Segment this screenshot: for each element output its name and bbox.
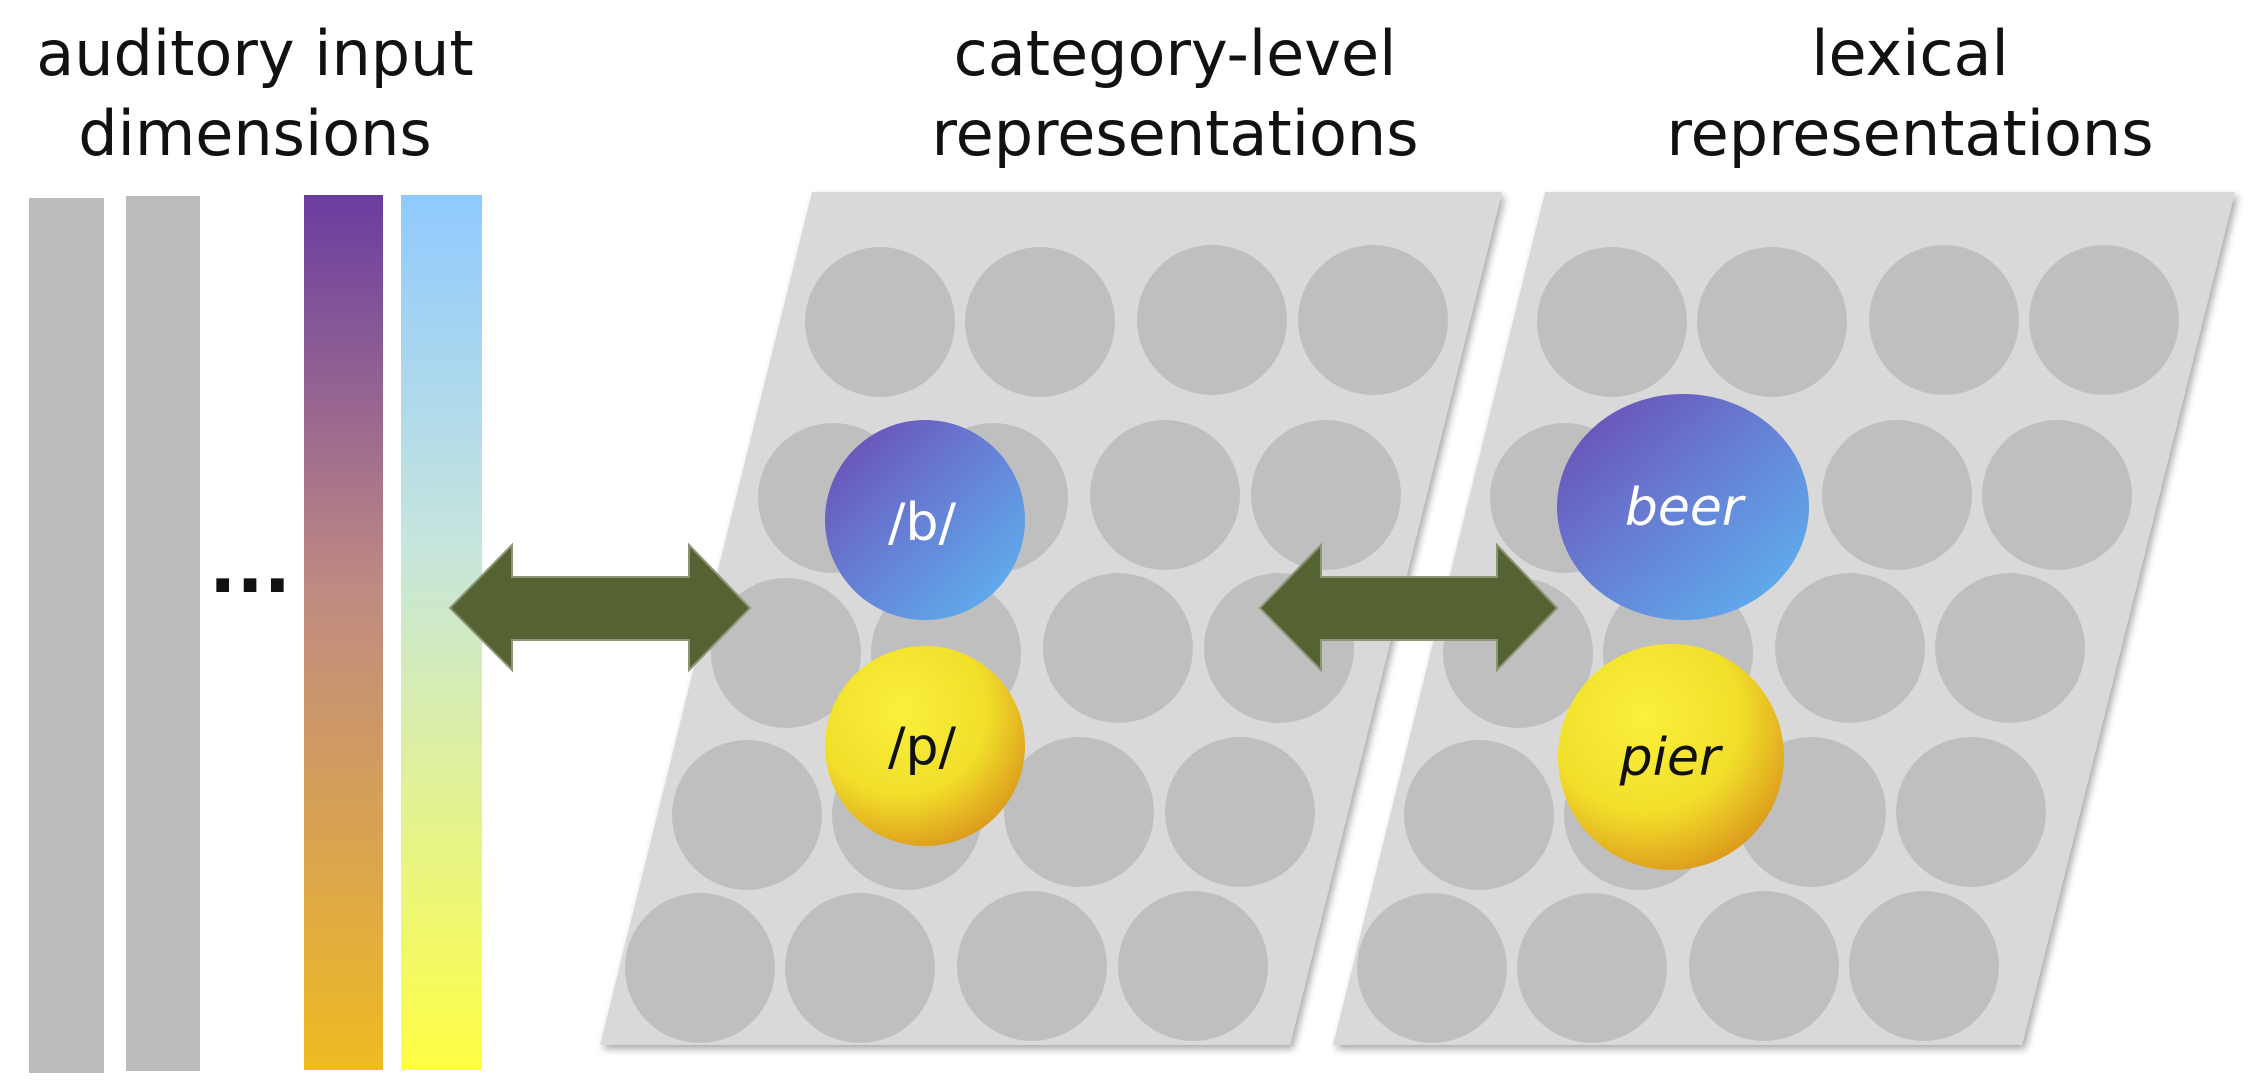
lexical-node [1822, 420, 1972, 570]
category-node [672, 740, 822, 890]
ellipsis-label: ... [209, 525, 291, 609]
input-category-arrow [448, 542, 752, 673]
input-bar-2 [126, 196, 200, 1071]
input-bar-1 [29, 198, 104, 1073]
lexical-node [1896, 737, 2046, 887]
lexical-node [1537, 247, 1687, 397]
category-node [1043, 573, 1193, 723]
category-node-b-label: /b/ [888, 493, 957, 553]
lexical-node [1775, 573, 1925, 723]
lexical-node [1935, 573, 2085, 723]
category-node [1251, 420, 1401, 570]
heading-category: category-level representations [905, 14, 1445, 174]
input-bar-gradient-1 [304, 195, 383, 1070]
category-node [785, 893, 935, 1043]
lexical-node [1982, 420, 2132, 570]
lexical-node-pier-label: pier [1619, 728, 1724, 788]
lexical-node [1849, 891, 1999, 1041]
heading-lexical-line2: representations [1666, 97, 2154, 170]
category-node [1298, 245, 1448, 395]
category-lexical-arrow [1258, 542, 1559, 673]
heading-input-line1: auditory input [36, 17, 474, 90]
heading-category-line1: category-level [953, 17, 1397, 90]
lexical-node-grid [1357, 245, 2179, 1043]
lexical-node-pier [1558, 644, 1784, 870]
category-node [805, 247, 955, 397]
category-node [1137, 245, 1287, 395]
category-node [1004, 737, 1154, 887]
category-node-p-label: /p/ [888, 717, 957, 777]
category-node [1118, 891, 1268, 1041]
lexical-panel: beer pier [1333, 192, 2235, 1045]
lexical-node [1357, 893, 1507, 1043]
heading-lexical-line1: lexical [1811, 17, 2009, 90]
input-bar-gradient-2 [401, 195, 482, 1070]
lexical-node-beer-label: beer [1625, 478, 1747, 538]
lexical-node [1689, 891, 1839, 1041]
lexical-node [1869, 245, 2019, 395]
category-node [957, 891, 1107, 1041]
double-arrow-icon [1258, 542, 1559, 673]
lexical-node [1404, 740, 1554, 890]
category-node [965, 247, 1115, 397]
category-node [711, 578, 861, 728]
category-node-b [825, 420, 1025, 620]
lexical-node [1517, 893, 1667, 1043]
heading-input: auditory input dimensions [20, 14, 490, 174]
category-node [1165, 737, 1315, 887]
heading-lexical: lexical representations [1640, 14, 2180, 174]
heading-input-line2: dimensions [78, 97, 432, 170]
category-node [1090, 420, 1240, 570]
category-node-p [825, 646, 1025, 846]
lexical-node [2029, 245, 2179, 395]
double-arrow-icon [448, 542, 752, 673]
heading-category-line2: representations [931, 97, 1419, 170]
input-dimensions: ... [29, 195, 482, 1073]
category-node [625, 893, 775, 1043]
lexical-node [1697, 247, 1847, 397]
lexical-node-beer [1557, 394, 1809, 620]
